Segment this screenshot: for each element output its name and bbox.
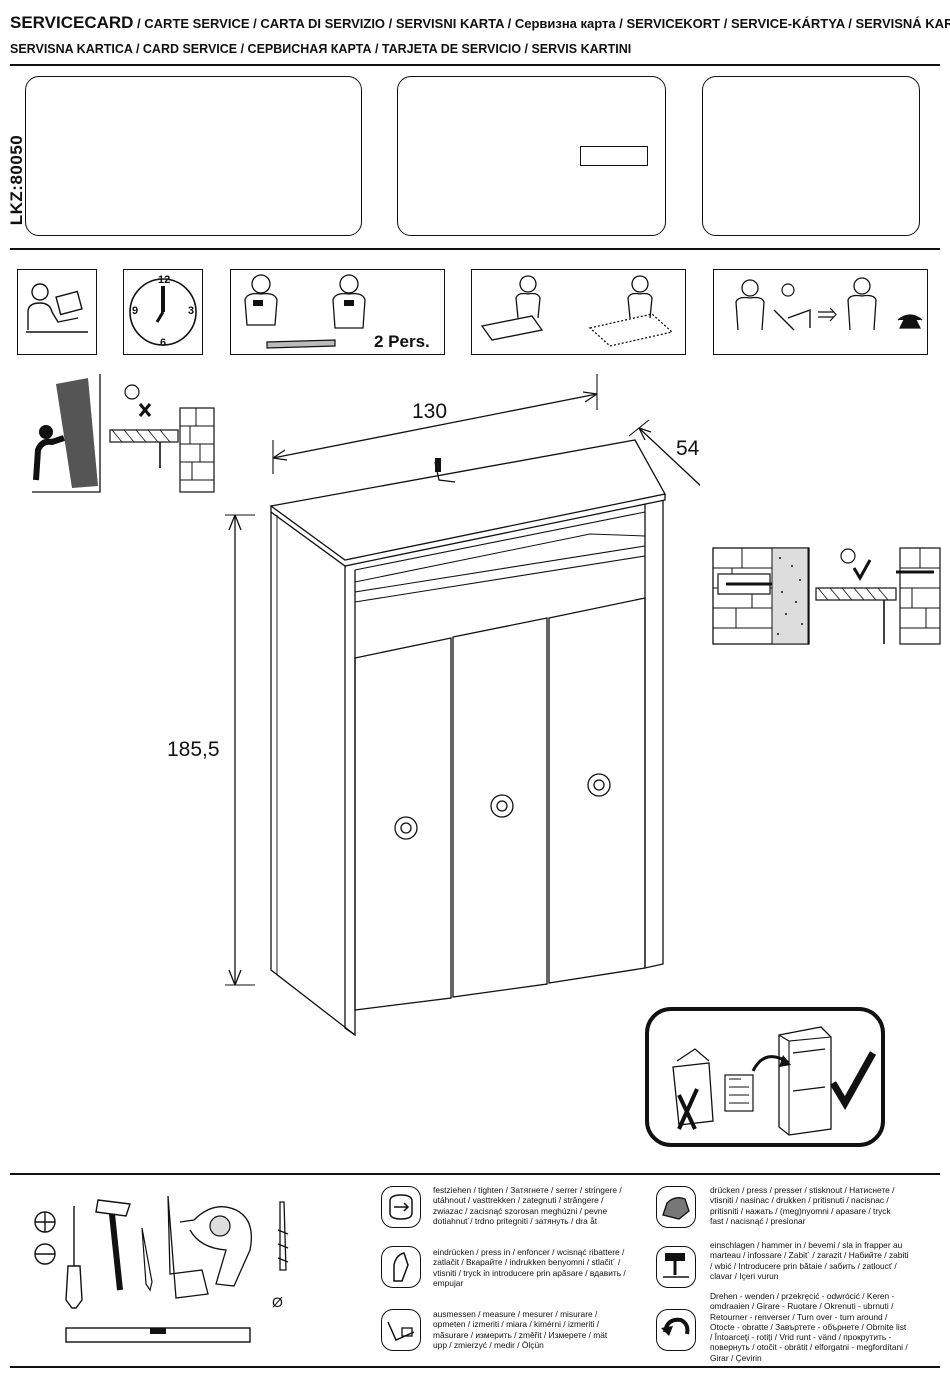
hammer-in-icon	[656, 1246, 696, 1288]
turn-over-icon	[656, 1309, 696, 1351]
legend-text-measure: ausmessen / measure / mesurer / misurare…	[433, 1309, 608, 1350]
clock-9: 9	[132, 305, 139, 317]
missing-parts-call-icon	[713, 269, 928, 355]
depth-dimension: 54	[676, 437, 700, 460]
legend-text-turn-over: Drehen - wenden / przekręcić - odwrócić …	[710, 1291, 908, 1363]
production-number-field	[580, 146, 648, 166]
legend-text-press-in: eindrücken / press in / enfoncer / wcisn…	[433, 1247, 626, 1288]
height-dimension: 185,5	[167, 738, 220, 761]
servicecard-title: SERVICECARD / CARTE SERVICE / CARTA DI S…	[10, 13, 950, 33]
service-box-left	[25, 76, 362, 236]
width-dimension: 130	[412, 400, 448, 423]
clock-3: 3	[188, 305, 195, 317]
wall-fixing-warning	[28, 368, 218, 496]
diameter-symbol: Ø	[272, 1294, 283, 1310]
assemble-on-soft-surface-icon	[471, 269, 686, 355]
legend-text-hammer-in: einschlagen / hammer in / bevemi / sla i…	[710, 1240, 909, 1281]
servicecard-title-line2: SERVISNA KARTICA / CARD SERVICE / СЕРВИС…	[10, 42, 632, 56]
wall-fixing-correct	[712, 544, 942, 648]
clock-6: 6	[160, 337, 167, 349]
required-tools: Ø	[30, 1190, 300, 1360]
flat-screw-icon	[34, 1243, 56, 1265]
legend-bottom-rule	[10, 1366, 940, 1368]
header-rule	[10, 64, 940, 66]
press-in-icon	[381, 1246, 421, 1288]
legend-text-tighten: festziehen / tighten / Затягнете / serre…	[433, 1185, 622, 1226]
service-box-middle	[397, 76, 666, 236]
press-icon	[656, 1186, 696, 1228]
service-box-right	[702, 76, 920, 236]
measure-icon	[381, 1309, 421, 1351]
two-persons-icon: 2 Pers.	[230, 269, 445, 355]
persons-label: 2 Pers.	[374, 332, 430, 351]
tighten-icon	[381, 1186, 421, 1228]
legend-text-press: drücken / press / presser / stisknout / …	[710, 1185, 895, 1226]
legend-top-rule	[10, 1173, 940, 1175]
title-main: SERVICECARD	[10, 13, 134, 32]
time-clock-icon: 12 3 6 9	[123, 269, 203, 355]
info-rule	[10, 248, 940, 250]
clock-12: 12	[158, 274, 171, 286]
read-instructions-icon	[17, 269, 97, 355]
packaging-disposal-box	[645, 1007, 885, 1147]
title-translations: / CARTE SERVICE / CARTA DI SERVIZIO / SE…	[133, 16, 950, 31]
phillips-screw-icon	[34, 1211, 56, 1233]
cabinet-drawing	[225, 370, 700, 1040]
